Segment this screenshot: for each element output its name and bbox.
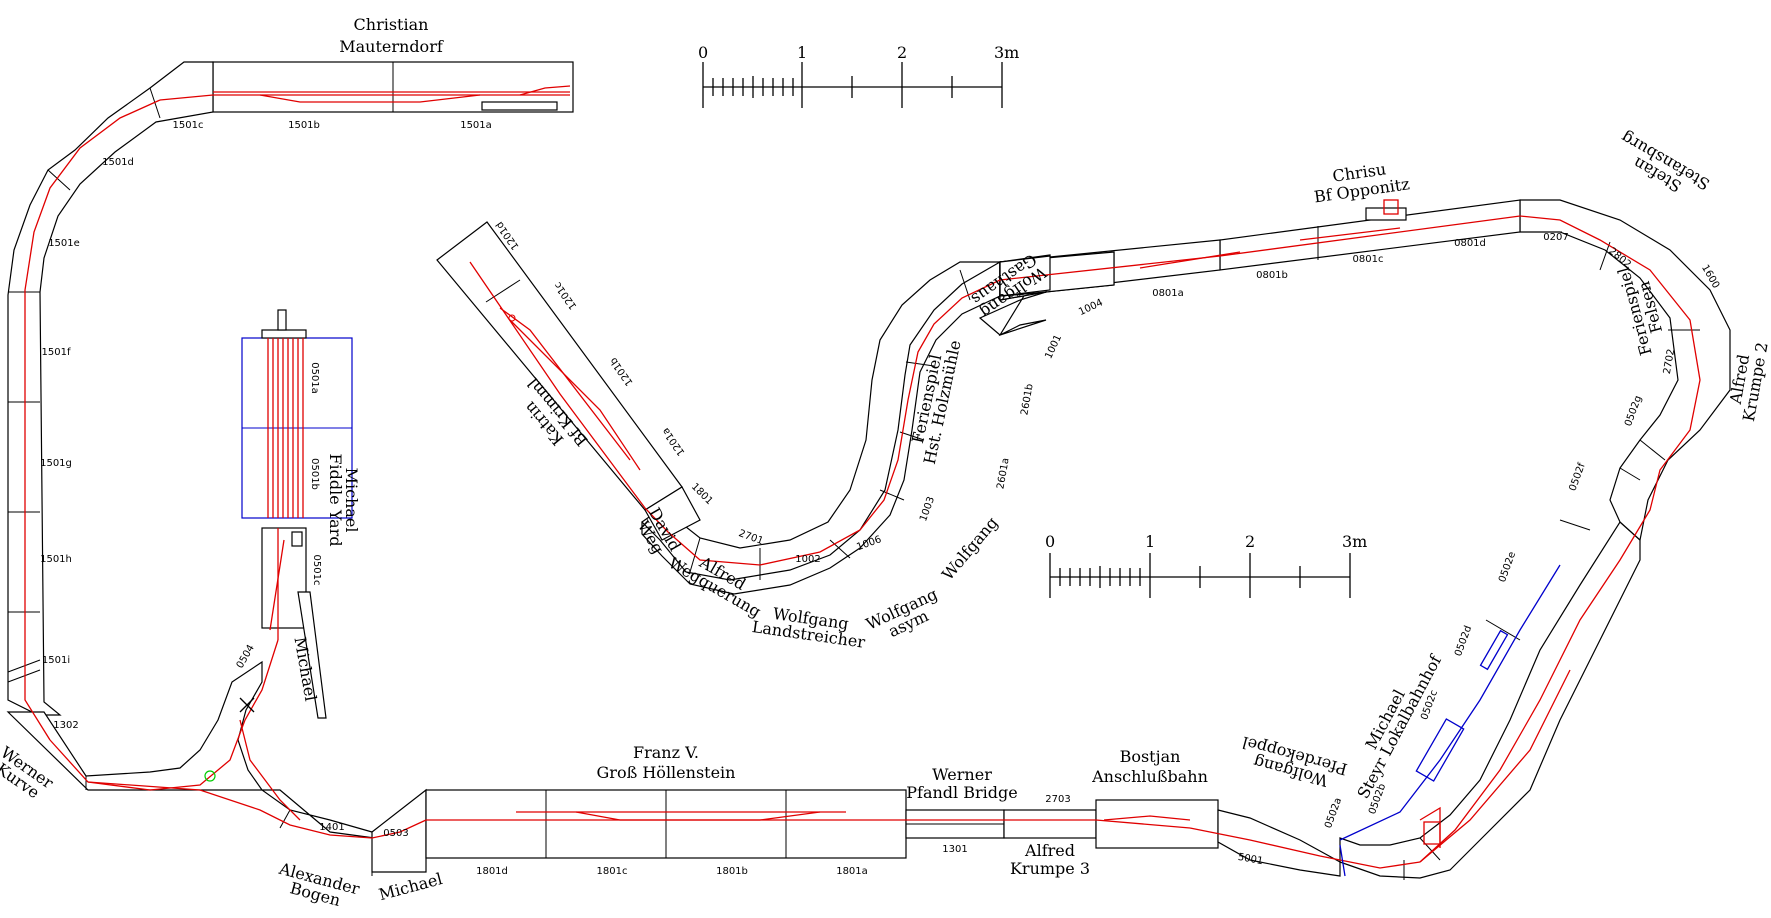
segment-label: 1501a	[460, 120, 492, 131]
segment-label: 1301	[942, 844, 967, 855]
segment-label: 1001	[1043, 333, 1064, 361]
segment-label: 1401	[319, 822, 344, 833]
segment-label: 1801b	[716, 866, 748, 877]
segment-label: 1501e	[48, 238, 80, 249]
segment-label: 0501a	[309, 362, 320, 394]
segment-label: 1002	[795, 554, 820, 565]
steyr-station	[1339, 564, 1561, 877]
segment-label: 1501d	[102, 157, 134, 168]
segment-label: 1201a	[660, 425, 687, 457]
label-mauterndorf: Mauterndorf	[339, 37, 444, 56]
segment-label: 1302	[53, 720, 78, 731]
right-modules	[1339, 199, 1731, 880]
segment-label: 5001	[1237, 852, 1264, 867]
segment-label: 0801c	[1353, 254, 1384, 265]
scale-bar-bottom: 0 1 2 3m	[1045, 532, 1367, 598]
scale-top-1: 1	[797, 43, 807, 62]
label-pfandl-bridge: Pfandl Bridge	[906, 783, 1017, 802]
label-werner-1: Werner	[932, 765, 992, 784]
segment-label: 1004	[1077, 297, 1105, 318]
segment-label: 0501b	[309, 458, 320, 490]
segment-label: 1801c	[597, 866, 628, 877]
segment-label: 2703	[1045, 794, 1070, 805]
segment-label: 1501i	[42, 655, 70, 666]
segment-label: 0801a	[1152, 288, 1184, 299]
scale-bottom-0: 0	[1045, 532, 1055, 551]
label-fiddle-yard: Fiddle Yard	[326, 453, 345, 546]
segment-label: 0801b	[1256, 270, 1288, 281]
segment-label: 2701	[737, 528, 765, 547]
label-christian: Christian	[354, 15, 429, 34]
module-outlines	[6, 61, 574, 876]
segment-label: 2601a	[995, 457, 1011, 490]
segment-label: 1801a	[836, 866, 868, 877]
scale-bottom-2: 2	[1245, 532, 1255, 551]
segment-label: 1801	[689, 481, 715, 507]
green-marker-icon	[204, 770, 216, 782]
bottom-modules	[371, 788, 1341, 877]
label-krumpe-3: Krumpe 3	[1010, 859, 1090, 878]
s-curve-outline	[641, 255, 1051, 595]
segment-label: 1501b	[288, 120, 320, 131]
segment-label: 1201b	[608, 355, 635, 387]
segment-label: 1201c	[553, 280, 580, 312]
segment-label: 1501h	[40, 554, 72, 565]
segment-label: 0502f	[1568, 461, 1588, 492]
scale-bar-top: 0 1 2 3m	[698, 43, 1019, 108]
scale-bottom-3m: 3m	[1342, 532, 1367, 551]
label-bostjan: Bostjan	[1120, 747, 1181, 766]
segment-label: 1003	[918, 495, 937, 523]
segment-label: 1501c	[173, 120, 204, 131]
segment-label: 1801d	[476, 866, 508, 877]
opponitz-building	[1365, 199, 1407, 221]
segment-label: 1501f	[42, 347, 71, 358]
scale-top-3m: 3m	[994, 43, 1019, 62]
label-alfred-3: Alfred	[1024, 841, 1075, 860]
segment-label: 0502a	[1323, 796, 1344, 829]
krimml-module	[436, 221, 701, 541]
label-gross-hoellenstein: Groß Höllenstein	[597, 763, 736, 782]
segment-label: 0502g	[1623, 394, 1644, 428]
segment-label: 0503	[383, 828, 408, 839]
segment-label: 0801d	[1454, 238, 1486, 249]
segment-label: 0501c	[311, 555, 322, 586]
segment-label: 0207	[1543, 232, 1568, 243]
segment-label: 0502e	[1497, 550, 1518, 583]
label-michael-fy: Michael	[342, 468, 361, 533]
label-anschlussbahn: Anschlußbahn	[1091, 767, 1208, 786]
label-michael-4: Michael	[377, 869, 445, 904]
segment-label: 1501g	[40, 458, 72, 469]
fiddle-yard-tracks	[267, 338, 304, 640]
label-franz: Franz V.	[633, 743, 699, 762]
segment-label: 0502d	[1453, 624, 1474, 658]
label-wolfgang-3: Wolfgang	[938, 513, 1002, 584]
segment-label: 2601b	[1019, 383, 1035, 416]
scale-bottom-1: 1	[1145, 532, 1155, 551]
segment-label: 2702	[1662, 348, 1677, 375]
segment-label: 1006	[855, 534, 883, 553]
segment-label: 0504	[235, 643, 257, 671]
track-lines	[24, 85, 1701, 869]
scale-top-2: 2	[897, 43, 907, 62]
scale-top-0: 0	[698, 43, 708, 62]
